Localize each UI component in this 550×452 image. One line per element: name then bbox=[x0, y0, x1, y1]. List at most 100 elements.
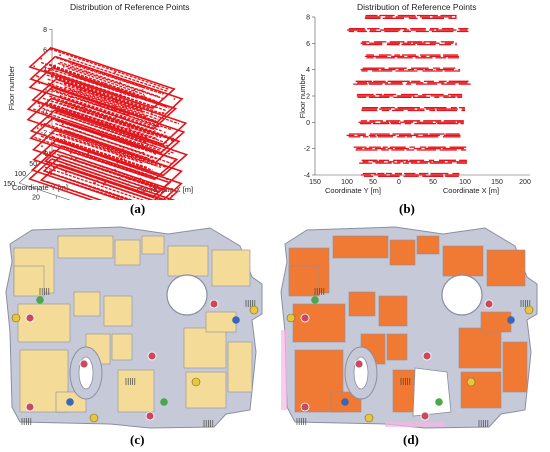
poi-marker-icon bbox=[300, 313, 310, 323]
shop-unit bbox=[111, 333, 133, 361]
reference-point bbox=[144, 115, 147, 118]
z-tick-label: 8 bbox=[306, 15, 310, 22]
floor-points-a bbox=[28, 46, 176, 110]
floor-points-b bbox=[353, 80, 471, 85]
shop-unit bbox=[117, 369, 155, 413]
reference-point bbox=[153, 173, 156, 175]
shop-unit bbox=[442, 245, 484, 277]
floor-points-b bbox=[358, 120, 464, 125]
reference-point bbox=[70, 164, 72, 167]
reference-point bbox=[114, 151, 117, 154]
floor-outline bbox=[29, 55, 184, 124]
floor-points-b bbox=[356, 93, 463, 98]
y-tick-label: 100 bbox=[341, 179, 353, 186]
reference-point bbox=[92, 94, 95, 97]
reference-point bbox=[38, 105, 41, 107]
reference-point bbox=[70, 80, 73, 82]
reference-point bbox=[168, 152, 170, 155]
poi-marker-icon bbox=[484, 299, 494, 309]
reference-point bbox=[60, 145, 63, 148]
x-tick-label: 150 bbox=[491, 179, 503, 186]
shop-unit bbox=[185, 371, 227, 409]
reference-point bbox=[41, 145, 43, 148]
reference-point bbox=[83, 159, 86, 162]
x-tick-label: 200 bbox=[519, 179, 531, 186]
reference-point bbox=[114, 99, 117, 102]
reference-point bbox=[33, 65, 36, 68]
y-tick-label: 150 bbox=[3, 181, 15, 188]
z-tick-label: 0 bbox=[43, 109, 47, 116]
walk-path bbox=[48, 151, 157, 190]
reference-point bbox=[37, 75, 40, 78]
walk-path bbox=[33, 108, 162, 152]
walk-path bbox=[58, 74, 157, 109]
poi-blue-icon bbox=[341, 398, 349, 406]
poi-yellow-icon bbox=[11, 313, 21, 323]
walk-path bbox=[47, 78, 145, 113]
walk-path bbox=[58, 133, 162, 168]
shop-unit bbox=[332, 235, 389, 259]
walk-path bbox=[55, 123, 157, 160]
walk-path bbox=[59, 61, 160, 98]
reference-point bbox=[118, 87, 120, 90]
z-tick-label: -4 bbox=[304, 173, 310, 180]
z-tick-label: 6 bbox=[306, 41, 310, 48]
walk-path bbox=[51, 132, 144, 164]
reference-point bbox=[61, 123, 64, 126]
walk-path bbox=[52, 142, 154, 178]
reference-point bbox=[144, 142, 147, 145]
poi-marker-icon bbox=[145, 411, 155, 421]
poi-yellow-icon bbox=[191, 377, 201, 387]
shop-unit bbox=[416, 235, 440, 255]
walk-path bbox=[46, 74, 164, 115]
z-axis-label: Floor number bbox=[298, 73, 307, 118]
caption-c: (c) bbox=[130, 432, 145, 447]
walk-path bbox=[42, 107, 159, 149]
walk-path bbox=[64, 86, 145, 114]
y-tick-label: 100 bbox=[14, 171, 26, 178]
reference-point bbox=[116, 161, 119, 164]
z-tick-label: 0 bbox=[306, 120, 310, 127]
reference-point bbox=[50, 173, 52, 176]
panel-d: (d) bbox=[275, 222, 550, 452]
reference-point bbox=[59, 54, 62, 57]
reference-point bbox=[100, 104, 102, 106]
shop-unit bbox=[502, 341, 528, 393]
floor-points-b bbox=[360, 67, 461, 72]
y-tick-label: 150 bbox=[309, 179, 321, 186]
atrium-void bbox=[412, 367, 452, 417]
chart-b-title: Distribution of Reference Points bbox=[357, 2, 477, 12]
reference-point bbox=[40, 57, 43, 60]
floor-outline bbox=[28, 46, 176, 110]
walk-path bbox=[40, 135, 143, 171]
reference-point bbox=[147, 194, 150, 196]
walk-path bbox=[55, 56, 146, 89]
shop-unit bbox=[205, 311, 237, 333]
reference-point bbox=[146, 144, 149, 147]
shop-unit bbox=[486, 249, 526, 287]
shop-unit bbox=[73, 291, 101, 317]
walk-path bbox=[69, 89, 159, 120]
poi-yellow-icon bbox=[524, 305, 534, 315]
reference-point bbox=[119, 93, 122, 96]
poi-yellow-icon bbox=[466, 377, 476, 387]
y-tick-label: 50 bbox=[369, 179, 377, 186]
poi-green-icon bbox=[160, 398, 168, 406]
floor-points-b bbox=[360, 41, 457, 46]
poi-green-icon bbox=[311, 296, 319, 304]
walk-path bbox=[67, 97, 162, 132]
shop-unit bbox=[288, 265, 320, 297]
floor-points-a bbox=[26, 86, 186, 155]
y-axis-label: Coordinate Y [m] bbox=[325, 186, 381, 195]
x-axis-label: Coordinate X [m] bbox=[443, 186, 499, 195]
shop-unit bbox=[57, 235, 114, 259]
walk-path bbox=[50, 74, 152, 110]
poi-blue-icon bbox=[66, 398, 74, 406]
reference-point bbox=[114, 116, 117, 119]
z-tick-label: -2 bbox=[41, 130, 47, 137]
chart-a-plot: -4-20246820406080100120140160050100150Co… bbox=[3, 27, 193, 200]
reference-point bbox=[35, 75, 38, 77]
highlight-strip bbox=[281, 330, 287, 410]
reference-point bbox=[153, 124, 156, 126]
reference-point bbox=[98, 76, 101, 79]
